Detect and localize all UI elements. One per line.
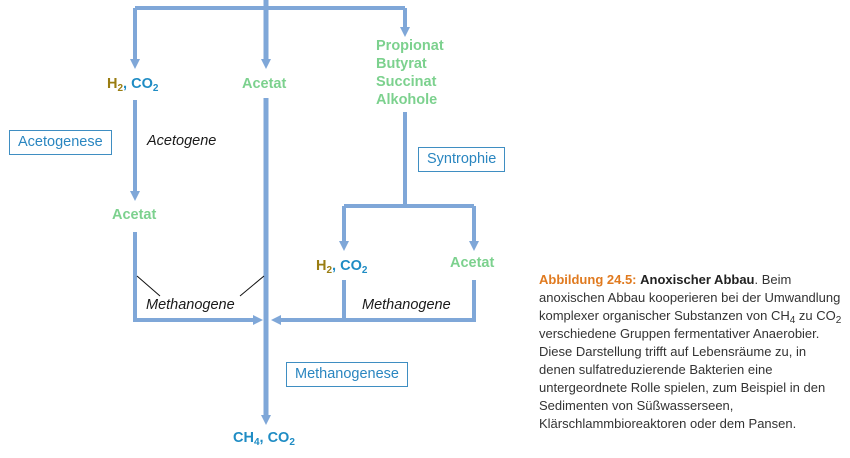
h2-co2-right: H2, CO2 [316,258,368,276]
caption-text-2: zu CO [795,308,836,323]
acetat-top: Acetat [242,76,287,92]
substrate-succinat: Succinat [376,74,437,90]
anoxic-degradation-diagram: H2, CO2 Acetat Propionat Butyrat Succina… [9,0,506,448]
arrow-acetat-right-to-trunk [271,280,476,325]
organism-methanogene-left: Methanogene [146,297,235,313]
product-ch4-co2: CH4, CO2 [233,430,295,448]
acetat-right: Acetat [450,255,495,271]
substrate-list: Propionat Butyrat Succinat Alkohole [376,37,444,109]
caption-text-3: verschiedene Gruppen fermentativer Anaer… [539,326,826,431]
acetat-left: Acetat [112,207,157,223]
process-acetogenese: Acetogenese [9,130,112,155]
substrate-alkohole: Alkohole [376,92,438,108]
process-methanogenese: Methanogenese [286,362,408,387]
substrate-propionat: Propionat [376,38,444,54]
caption-title: Anoxischer Abbau [640,272,755,287]
figure-caption: Abbildung 24.5: Anoxischer Abbau. Beim a… [539,272,842,431]
h2-co2-left: H2, CO2 [107,76,159,94]
flow-arrows [130,0,479,425]
process-syntrophie: Syntrophie [418,147,506,172]
organism-methanogene-right: Methanogene [362,297,451,313]
organism-acetogene: Acetogene [147,133,217,149]
caption-text-1: . Beim anoxischen Abbau kooperieren bei … [539,272,841,323]
arrow-acetat-left-to-trunk [133,232,263,325]
substrate-butyrat: Butyrat [376,56,427,72]
caption-label: Abbildung 24.5: [539,272,637,287]
